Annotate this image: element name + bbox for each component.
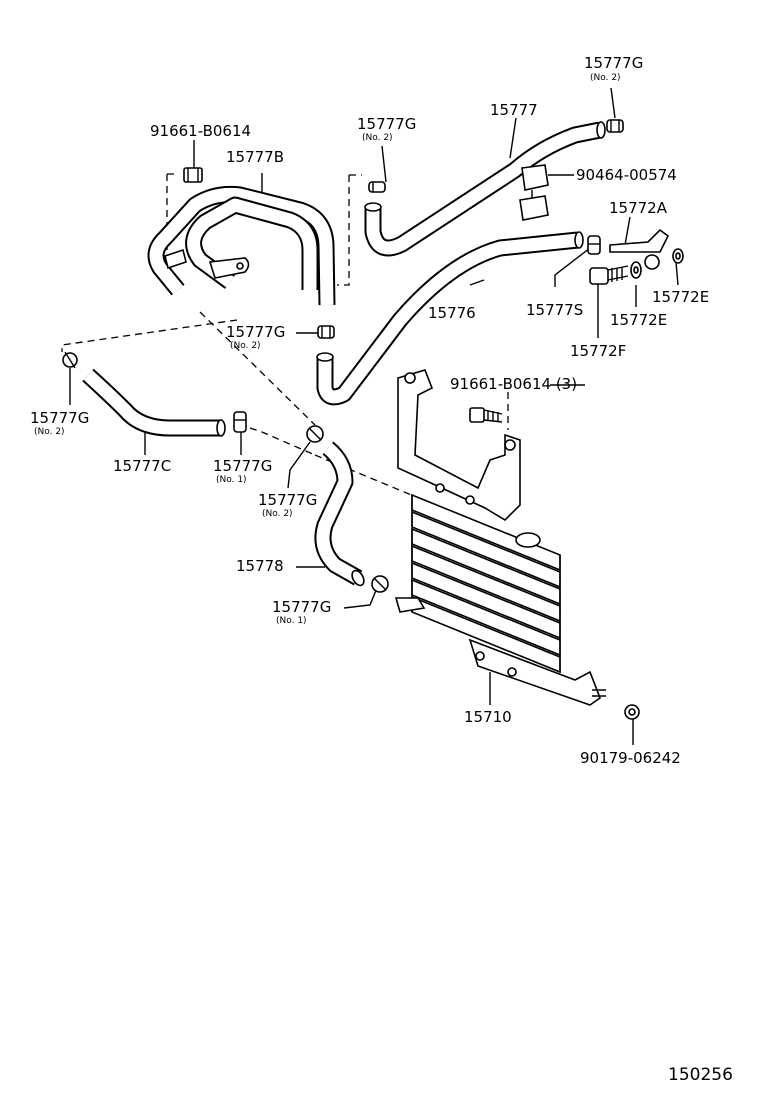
label-15777g-no1a: 15777G — [213, 457, 273, 475]
hose-clamps — [62, 119, 624, 593]
label-15772e-center: 15772E — [610, 311, 668, 329]
hose-15778 — [314, 441, 365, 587]
clamp-center — [306, 425, 324, 443]
label-90179-06242: 90179-06242 — [580, 749, 681, 767]
bolt-91661-right — [469, 407, 503, 423]
label-15777: 15777 — [490, 101, 538, 119]
bolt-91661-left — [183, 167, 203, 183]
clamp-15777s — [587, 235, 601, 255]
label-15777g-left2: 15777G — [226, 323, 286, 341]
clamp-left — [62, 351, 78, 369]
label-15778: 15778 — [236, 557, 284, 575]
label-15777g-left: 15777G — [30, 409, 90, 427]
nut-90179 — [624, 704, 640, 720]
label-15777g-mid: 15777G — [357, 115, 417, 133]
label-15772a: 15772A — [609, 199, 667, 217]
label-no1-a: (No. 1) — [216, 475, 247, 485]
label-90464-00574: 90464-00574 — [576, 166, 677, 184]
gasket-15772e-center — [630, 261, 642, 279]
union-bolt-15772f — [589, 265, 629, 285]
clamp-top-right — [606, 119, 624, 133]
label-15777g-no1b: 15777G — [272, 598, 332, 616]
label-15710: 15710 — [464, 708, 512, 726]
label-no2-left2: (No. 2) — [230, 341, 261, 351]
label-no1-b: (No. 1) — [276, 616, 307, 626]
clamp-no1a — [233, 411, 247, 433]
leader-lines — [69, 87, 679, 745]
label-15772f: 15772F — [570, 342, 627, 360]
oil-cooler-15710 — [394, 369, 606, 706]
label-15776: 15776 — [428, 304, 476, 322]
union-15772a — [609, 228, 670, 270]
clip-90464 — [519, 164, 549, 221]
label-no2-mid: (No. 2) — [362, 133, 393, 143]
label-15777b: 15777B — [226, 148, 285, 166]
hose-15776 — [316, 231, 584, 406]
figure-number: 150256 — [668, 1065, 733, 1085]
label-91661-b0614-left: 91661-B0614 — [150, 122, 252, 140]
label-91661-b0614-right: 91661-B0614 (3) — [450, 375, 578, 393]
hose-15777c — [82, 368, 226, 437]
clamp-mid — [317, 325, 335, 339]
clamp-top-mid — [368, 181, 386, 193]
pipe-assembly-15777b — [147, 186, 336, 306]
hose-15777 — [364, 121, 606, 257]
label-15777s: 15777S — [526, 301, 584, 319]
label-15772e-right: 15772E — [652, 288, 710, 306]
clamp-no1b — [371, 575, 389, 593]
label-no2-center: (No. 2) — [262, 509, 293, 519]
label-15777g-center: 15777G — [258, 491, 318, 509]
gasket-15772e-right — [672, 248, 684, 264]
label-no2-top: (No. 2) — [590, 73, 621, 83]
label-15777c: 15777C — [113, 457, 172, 475]
label-no2-left: (No. 2) — [34, 427, 65, 437]
label-15777g-top: 15777G — [584, 54, 644, 72]
cooler-fins — [411, 493, 561, 674]
